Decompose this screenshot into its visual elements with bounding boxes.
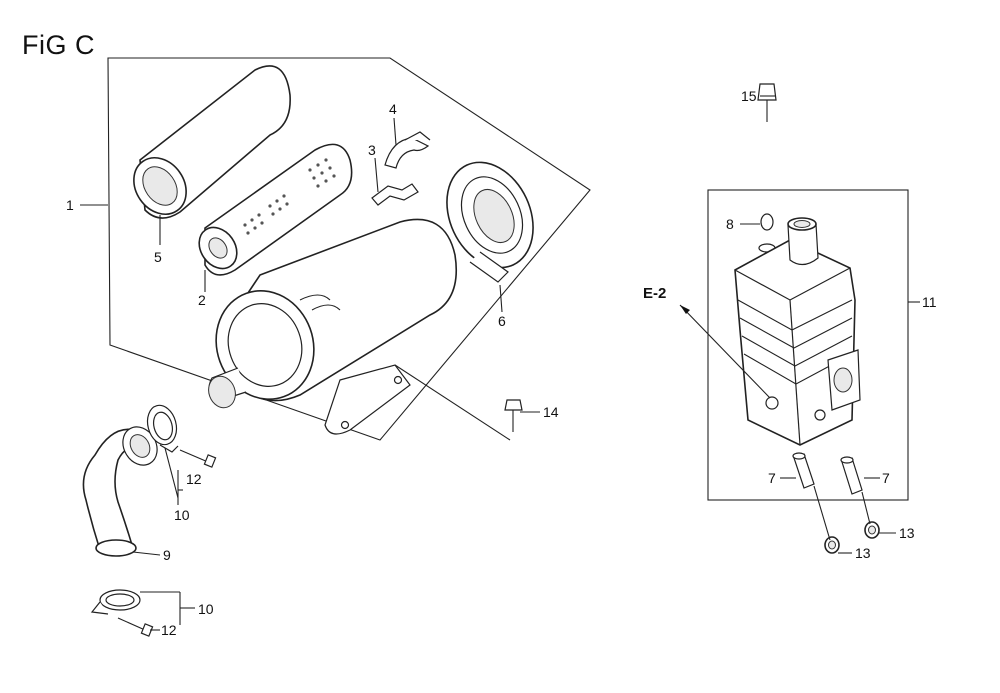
callout-10-upper: 10 [174,507,190,523]
intake-hose-part [82,426,158,557]
group-11-boundary [707,189,909,501]
callout-13-right: 13 [899,525,915,541]
collar-part [758,213,776,253]
callout-12-upper: 12 [186,471,202,487]
upper-hose-clamp-part [146,404,179,453]
tank-top-bolt-part [757,83,777,122]
upper-clip-part [384,131,431,169]
resonator-tank-part [734,217,861,446]
callout-9: 9 [163,547,171,563]
mounting-bolt-part [504,399,523,432]
callout-13-left: 13 [855,545,871,561]
left-drain-tube-part [792,452,815,489]
callout-12-lower: 12 [161,622,177,638]
callout-11: 11 [922,294,937,310]
callout-4: 4 [389,101,397,117]
callout-15: 15 [741,88,757,104]
callout-7-right: 7 [882,470,890,486]
left-drain-cap-part [824,536,840,554]
callout-14: 14 [543,404,559,420]
right-drain-tube-part [840,456,863,495]
callout-8: 8 [726,216,734,232]
lower-clamp-screw-part [117,617,154,637]
reference-label-e2: E-2 [643,285,666,302]
figure-title: FiG C [22,30,95,60]
callout-2: 2 [198,292,206,308]
air-cleaner-housing-part [208,218,457,435]
upper-clamp-screw-part [179,449,217,468]
callout-5: 5 [154,249,162,265]
end-cover-part [446,161,534,283]
callout-7-left: 7 [768,470,776,486]
leader-lines [80,95,920,631]
callout-1: 1 [66,197,74,213]
callout-3: 3 [368,142,376,158]
outer-filter-sleeve-part [133,65,291,219]
lower-hose-clamp-part [90,589,141,615]
callout-6: 6 [498,313,506,329]
inner-filter-element-part [198,143,353,276]
right-drain-cap-part [864,521,880,539]
assembly-boundary-outline [107,57,591,441]
callout-labels: 1 2 3 4 5 6 7 7 8 9 10 10 11 12 12 13 13… [66,88,937,638]
callout-10-lower: 10 [198,601,214,617]
